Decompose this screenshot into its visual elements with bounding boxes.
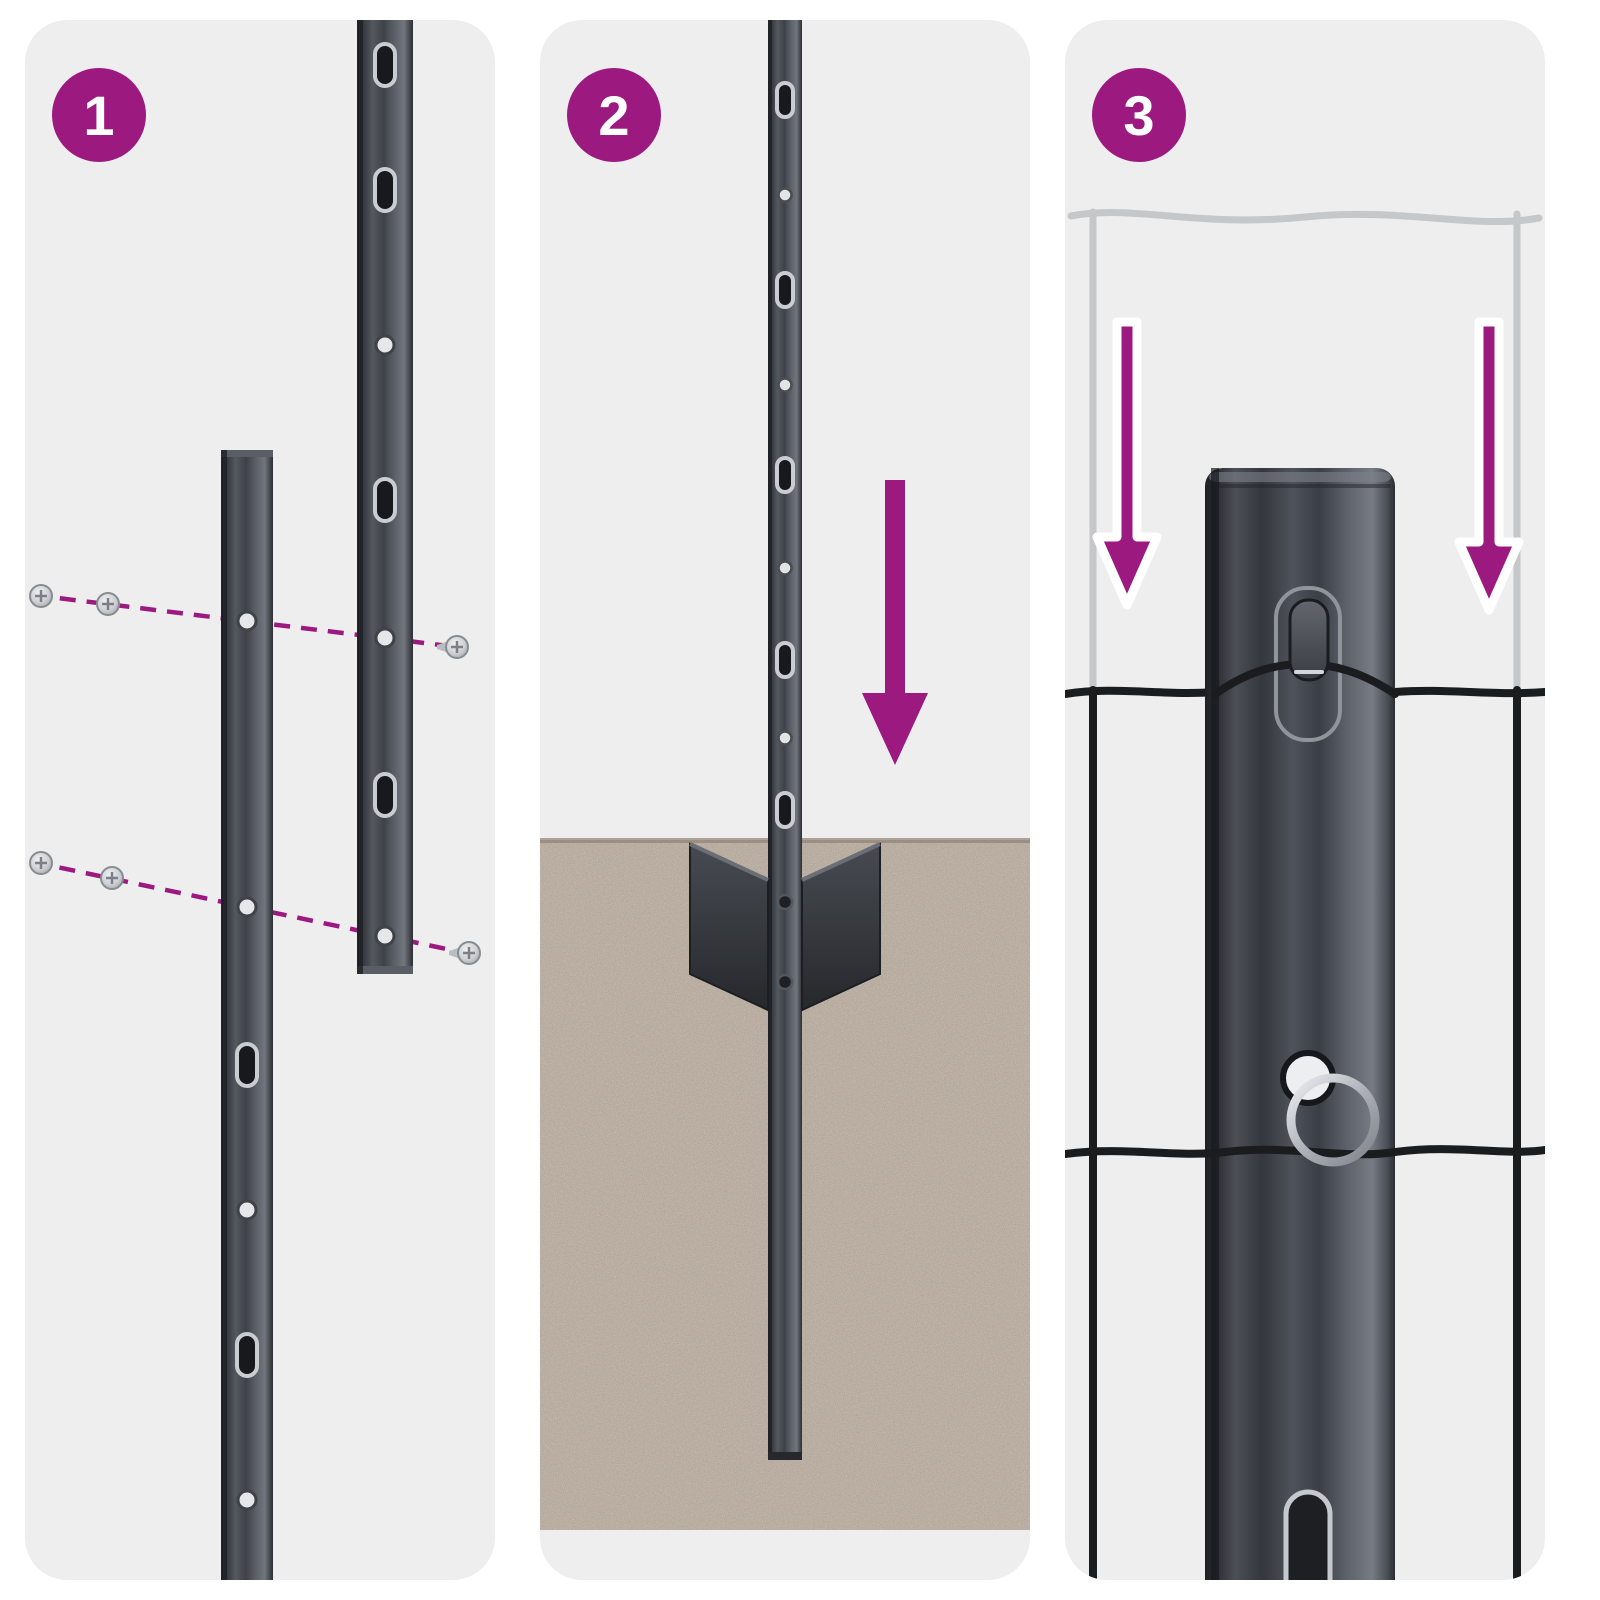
u-post: [768, 20, 802, 1460]
down-arrow-icon-left: [1092, 317, 1162, 610]
ground-anchor-plate: [689, 842, 881, 1012]
ring-fixing: [1065, 1050, 1545, 1167]
step-panel-1: 1: [25, 20, 495, 1580]
horizontal-wire-lower: [1065, 1145, 1545, 1159]
step-1-illustration: [29, 20, 481, 1580]
post-hole: [374, 627, 396, 649]
post-hole: [236, 1489, 258, 1511]
post-hole: [777, 560, 793, 576]
down-arrow-icon-right: [1454, 317, 1524, 615]
post-slot: [235, 1042, 259, 1088]
anchor-hole: [776, 893, 794, 911]
post-hole: [374, 925, 396, 947]
horizontal-wire-upper-left: [1065, 686, 1219, 698]
step-1-number: 1: [83, 83, 115, 147]
post-slot: [373, 42, 397, 88]
post-slot: [775, 81, 795, 119]
step-3-number: 3: [1123, 83, 1155, 147]
screw-icon: [437, 635, 469, 659]
right-fence-post: [357, 20, 413, 974]
step-3-badge: 3: [1092, 68, 1186, 162]
left-fence-post: [221, 450, 273, 1580]
step-panel-3: 3: [1065, 20, 1545, 1580]
screws: [29, 584, 481, 965]
screw-icon: [449, 941, 481, 965]
hook-tongue: [1288, 598, 1330, 682]
step-2-badge: 2: [567, 68, 661, 162]
post-hole: [777, 730, 793, 746]
down-arrow-icon: [862, 480, 928, 765]
post-bottom-slot: [1283, 1489, 1333, 1580]
horizontal-wire-upper-right: [1391, 686, 1545, 698]
screw-icon: [100, 866, 124, 890]
screw-icon: [29, 851, 53, 875]
down-arrows: [1092, 317, 1524, 615]
post-top-highlight: [1209, 472, 1391, 482]
hook-tab: [1211, 586, 1399, 742]
post-slot: [373, 772, 397, 818]
post-hole: [236, 896, 258, 918]
post-slot: [775, 641, 795, 679]
square-post: [1205, 468, 1395, 1580]
screw-icon: [29, 584, 53, 608]
anchor-hole: [776, 973, 794, 991]
post-slot: [775, 791, 795, 829]
post-hole: [374, 334, 396, 356]
step-2-illustration: [540, 20, 1030, 1530]
post-hole: [236, 610, 258, 632]
post-slot: [775, 271, 795, 309]
step-1-badge: 1: [52, 68, 146, 162]
screw-icon: [96, 592, 120, 616]
post-hole: [777, 187, 793, 203]
post-slot: [775, 456, 795, 494]
step-panel-2: 2: [540, 20, 1030, 1580]
metal-ring-clip: [1286, 1073, 1380, 1167]
black-mesh-wires: [1065, 686, 1545, 1580]
step-2-number: 2: [598, 83, 630, 147]
post-hole: [236, 1199, 258, 1221]
mesh-top-wire: [1067, 209, 1543, 226]
post-slot: [235, 1332, 259, 1378]
post-slot: [373, 167, 397, 213]
post-hole: [777, 377, 793, 393]
step-3-illustration: [1065, 208, 1545, 1580]
post-slot: [373, 477, 397, 523]
gray-mesh-wires: [1067, 208, 1543, 694]
